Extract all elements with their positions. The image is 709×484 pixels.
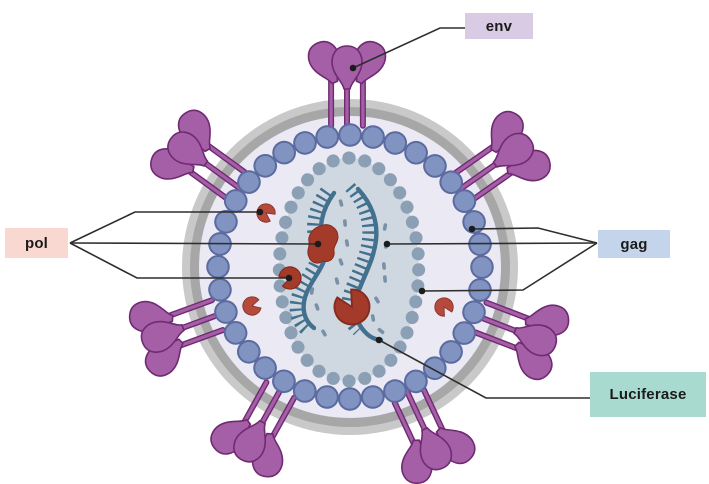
leader-lines: [69, 27, 598, 399]
label-luciferase: Luciferase: [590, 372, 706, 417]
leader-line-pol-1: [69, 211, 260, 244]
leader-line-env: [352, 27, 465, 69]
label-gag: gag: [598, 230, 670, 258]
virus-envelope-membrane: [182, 99, 518, 435]
leader-line-gag-2: [386, 242, 598, 245]
gag-capsid-shell-icon: [272, 151, 426, 388]
label-env: env: [465, 13, 533, 39]
pol-enzymes-bound: [276, 224, 377, 332]
gag-matrix-ring-icon: [206, 123, 494, 411]
leader-line-luciferase: [378, 339, 590, 399]
pol-enzyme-blob-icon: [307, 224, 339, 264]
leader-line-pol-3: [69, 242, 288, 279]
leader-line-pol-2: [69, 242, 319, 245]
leader-line-gag-3: [421, 242, 598, 292]
label-pol: pol: [5, 228, 68, 258]
leader-line-gag-1: [471, 227, 598, 244]
